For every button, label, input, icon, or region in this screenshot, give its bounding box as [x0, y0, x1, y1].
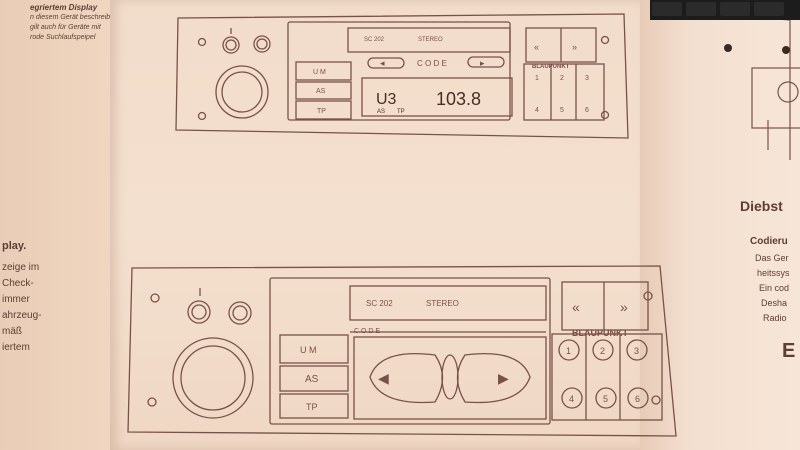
svg-text:«: «	[572, 299, 580, 315]
top-preset-4: 4	[535, 107, 539, 114]
left-intro-line: gilt auch für Geräte mit	[30, 24, 101, 31]
left-body-line: ahrzeug-	[2, 310, 42, 321]
right-page: Diebst Codieru Das Ger heitssys Ein cod …	[640, 0, 800, 450]
right-title: Diebst	[740, 198, 783, 214]
left-heading-fragment: egriertem Display	[30, 3, 98, 12]
svg-text:«: «	[534, 42, 539, 52]
top-button-as: AS	[316, 88, 326, 95]
keyboard-edge	[650, 0, 800, 20]
bottom-model-label: SC 202	[366, 299, 393, 308]
bottom-preset-2: 2	[600, 346, 605, 356]
left-section-title: play.	[2, 240, 27, 252]
right-subtitle: Codieru	[750, 236, 788, 247]
right-body-line: Radio	[763, 313, 787, 323]
bottom-preset-6: 6	[635, 394, 640, 404]
bottom-stereo-label: STEREO	[426, 299, 459, 308]
bottom-preset-1: 1	[566, 346, 571, 356]
right-body-line: Ein cod	[759, 283, 790, 293]
left-body-line: mäß	[2, 326, 22, 337]
top-code-label: C O D E	[417, 59, 447, 68]
svg-text:◂: ◂	[380, 58, 385, 68]
svg-text:▶: ▶	[498, 370, 509, 386]
right-body-line: Desha	[761, 298, 788, 308]
left-body-line: immer	[2, 294, 30, 305]
left-body-line: iertem	[2, 342, 30, 353]
svg-text:▸: ▸	[480, 58, 485, 68]
bottom-button-as: AS	[305, 374, 319, 385]
left-body-line: zeige im	[2, 262, 40, 273]
top-preset-5: 5	[560, 107, 564, 114]
right-body-line: heitssys	[757, 268, 790, 278]
top-model-label: SC 202	[364, 37, 385, 43]
top-stereo-label: STEREO	[418, 37, 443, 43]
top-button-um: U M	[313, 69, 326, 76]
top-button-tp: TP	[317, 108, 326, 115]
left-intro-line: rode Suchlaufspeipel	[30, 34, 96, 41]
bottom-preset-4: 4	[569, 394, 574, 404]
left-intro-line: n diesem Gerät beschreiben.	[30, 14, 120, 21]
bottom-code-label: C O D E	[354, 328, 380, 335]
bottom-brand-logo: BLAUPUNKT	[572, 328, 628, 338]
svg-text:»: »	[620, 299, 628, 315]
bottom-preset-5: 5	[603, 394, 608, 404]
top-preset-1: 1	[535, 75, 539, 82]
bottom-preset-3: 3	[634, 346, 639, 356]
left-body-line: Check-	[2, 278, 34, 289]
right-body-line: Das Ger	[755, 253, 789, 263]
top-brand-logo: BLAUPUNKT	[532, 64, 570, 70]
top-preset-2: 2	[560, 75, 564, 82]
svg-text:◀: ◀	[378, 370, 389, 386]
bottom-button-tp: TP	[306, 402, 318, 412]
top-preset-3: 3	[585, 75, 589, 82]
top-display-tp: TP	[397, 109, 405, 115]
top-preset-6: 6	[585, 107, 589, 114]
left-page: egriertem Display n diesem Gerät beschre…	[0, 0, 120, 450]
top-display-band: U3	[376, 91, 397, 108]
top-display-frequency: 103.8	[436, 89, 481, 109]
top-display-as: AS	[377, 109, 385, 115]
svg-text:»: »	[572, 42, 577, 52]
bottom-button-um: U M	[300, 345, 317, 355]
right-big-letter: E	[782, 340, 796, 362]
